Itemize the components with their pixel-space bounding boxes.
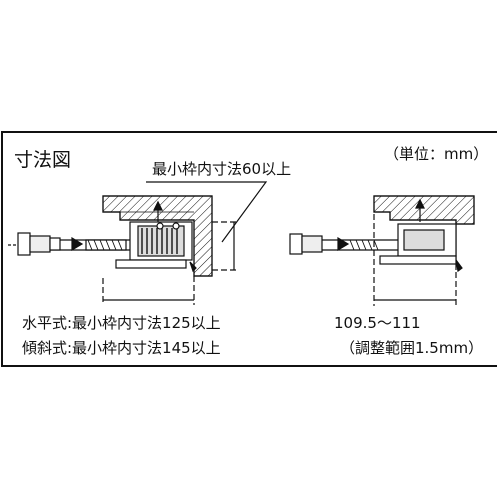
adjustment-range: （調整範囲1.5mm） (340, 339, 484, 357)
inclined-type-note: 傾斜式:最小枠内寸法145以上 (22, 339, 221, 357)
left-frame (102, 195, 213, 277)
callout-label: 最小枠内寸法60以上 (152, 160, 292, 178)
dimension-range: 109.5～111 (334, 314, 421, 332)
right-assembly (289, 195, 475, 306)
unit-note: （単位：mm） (384, 145, 489, 163)
drawing-title: 寸法図 (14, 149, 72, 171)
left-assembly (8, 181, 268, 305)
horizontal-type-note: 水平式:最小枠内寸法125以上 (22, 314, 221, 332)
right-frame (373, 195, 475, 270)
